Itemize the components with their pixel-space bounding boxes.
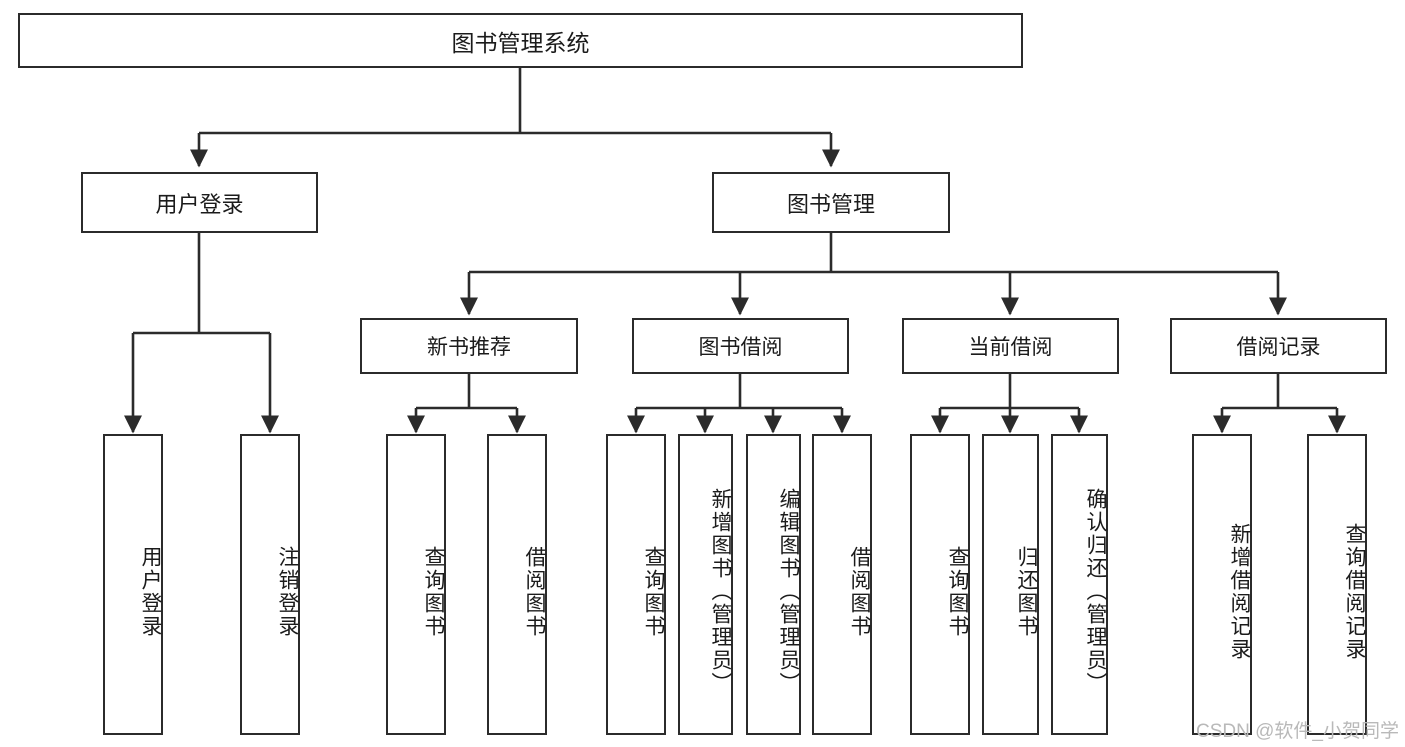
node-book-borrow[interactable]: 图书借阅 xyxy=(632,318,849,374)
leaf-borrow-borrow-book-label: 借阅图书 xyxy=(848,545,871,638)
leaf-new-book-query[interactable]: 查询图书 xyxy=(386,434,446,735)
leaf-borrow-query-label: 查询图书 xyxy=(642,545,665,638)
leaf-record-add[interactable]: 新增借阅记录 xyxy=(1192,434,1252,735)
leaf-user-login-login[interactable]: 用户登录 xyxy=(103,434,163,735)
leaf-user-login-logout-label: 注销登录 xyxy=(276,545,299,638)
leaf-borrow-query[interactable]: 查询图书 xyxy=(606,434,666,735)
leaf-record-query[interactable]: 查询借阅记录 xyxy=(1307,434,1367,735)
node-book-manage[interactable]: 图书管理 xyxy=(712,172,950,233)
leaf-user-login-login-label: 用户登录 xyxy=(139,545,162,638)
node-user-login[interactable]: 用户登录 xyxy=(81,172,318,233)
node-user-login-label: 用户登录 xyxy=(155,191,244,217)
leaf-current-confirm-return[interactable]: 确认归还（管理员） xyxy=(1051,434,1108,735)
leaf-borrow-add-book[interactable]: 新增图书（管理员） xyxy=(678,434,733,735)
leaf-current-query-label: 查询图书 xyxy=(946,545,969,638)
leaf-current-confirm-return-label: 确认归还（管理员） xyxy=(1084,488,1107,695)
leaf-current-query[interactable]: 查询图书 xyxy=(910,434,970,735)
leaf-user-login-logout[interactable]: 注销登录 xyxy=(240,434,300,735)
node-root-label: 图书管理系统 xyxy=(451,29,590,56)
leaf-record-query-label: 查询借阅记录 xyxy=(1343,522,1366,661)
node-borrow-record[interactable]: 借阅记录 xyxy=(1170,318,1387,374)
node-current-borrow[interactable]: 当前借阅 xyxy=(902,318,1119,374)
node-new-book-recommend-label: 新书推荐 xyxy=(427,336,511,359)
leaf-borrow-borrow-book[interactable]: 借阅图书 xyxy=(812,434,872,735)
leaf-current-return[interactable]: 归还图书 xyxy=(982,434,1039,735)
leaf-borrow-add-book-label: 新增图书（管理员） xyxy=(709,488,732,695)
leaf-new-book-borrow[interactable]: 借阅图书 xyxy=(487,434,547,735)
leaf-borrow-edit-book[interactable]: 编辑图书（管理员） xyxy=(746,434,801,735)
leaf-new-book-borrow-label: 借阅图书 xyxy=(523,545,546,638)
leaf-borrow-edit-book-label: 编辑图书（管理员） xyxy=(777,488,800,695)
leaf-new-book-query-label: 查询图书 xyxy=(422,545,445,638)
node-book-manage-label: 图书管理 xyxy=(786,191,875,217)
node-book-borrow-label: 图书借阅 xyxy=(698,336,783,359)
node-root[interactable]: 图书管理系统 xyxy=(18,13,1023,68)
node-borrow-record-label: 借阅记录 xyxy=(1236,336,1321,359)
node-current-borrow-label: 当前借阅 xyxy=(968,336,1053,359)
csdn-watermark: CSDN @软件_小贺同学 xyxy=(1196,721,1399,742)
leaf-record-add-label: 新增借阅记录 xyxy=(1228,522,1251,661)
node-new-book-recommend[interactable]: 新书推荐 xyxy=(360,318,578,374)
leaf-current-return-label: 归还图书 xyxy=(1015,545,1038,638)
